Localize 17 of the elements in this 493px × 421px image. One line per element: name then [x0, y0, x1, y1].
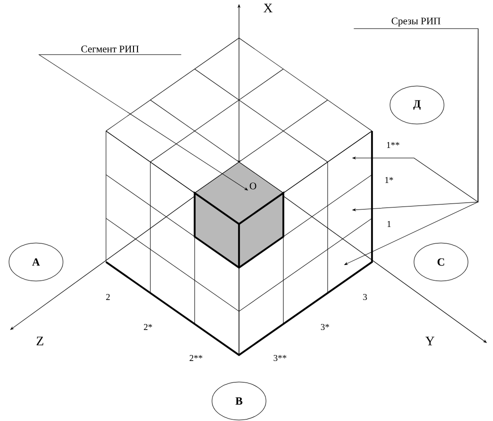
layer-label: 2 — [106, 294, 110, 300]
axis-label: Z — [36, 336, 44, 346]
layer-label: 2** — [190, 355, 202, 361]
layer-label: 3 — [363, 294, 367, 300]
layer-label: 2* — [144, 324, 152, 330]
layer-label: 1 — [388, 221, 391, 227]
leader-label: Сегмент РИП — [38, 46, 182, 55]
layer-label: 1* — [385, 177, 394, 183]
leader-line — [344, 28, 478, 265]
axis-label: Y — [425, 336, 434, 346]
layer-label: 1** — [387, 142, 400, 148]
origin-label: O — [250, 182, 256, 190]
leader-line — [38, 54, 248, 190]
layer-label: 3** — [274, 354, 286, 362]
layer-label: 3* — [320, 324, 330, 330]
axis-label: X — [264, 4, 272, 12]
leader-label: Срезы РИП — [354, 18, 478, 29]
